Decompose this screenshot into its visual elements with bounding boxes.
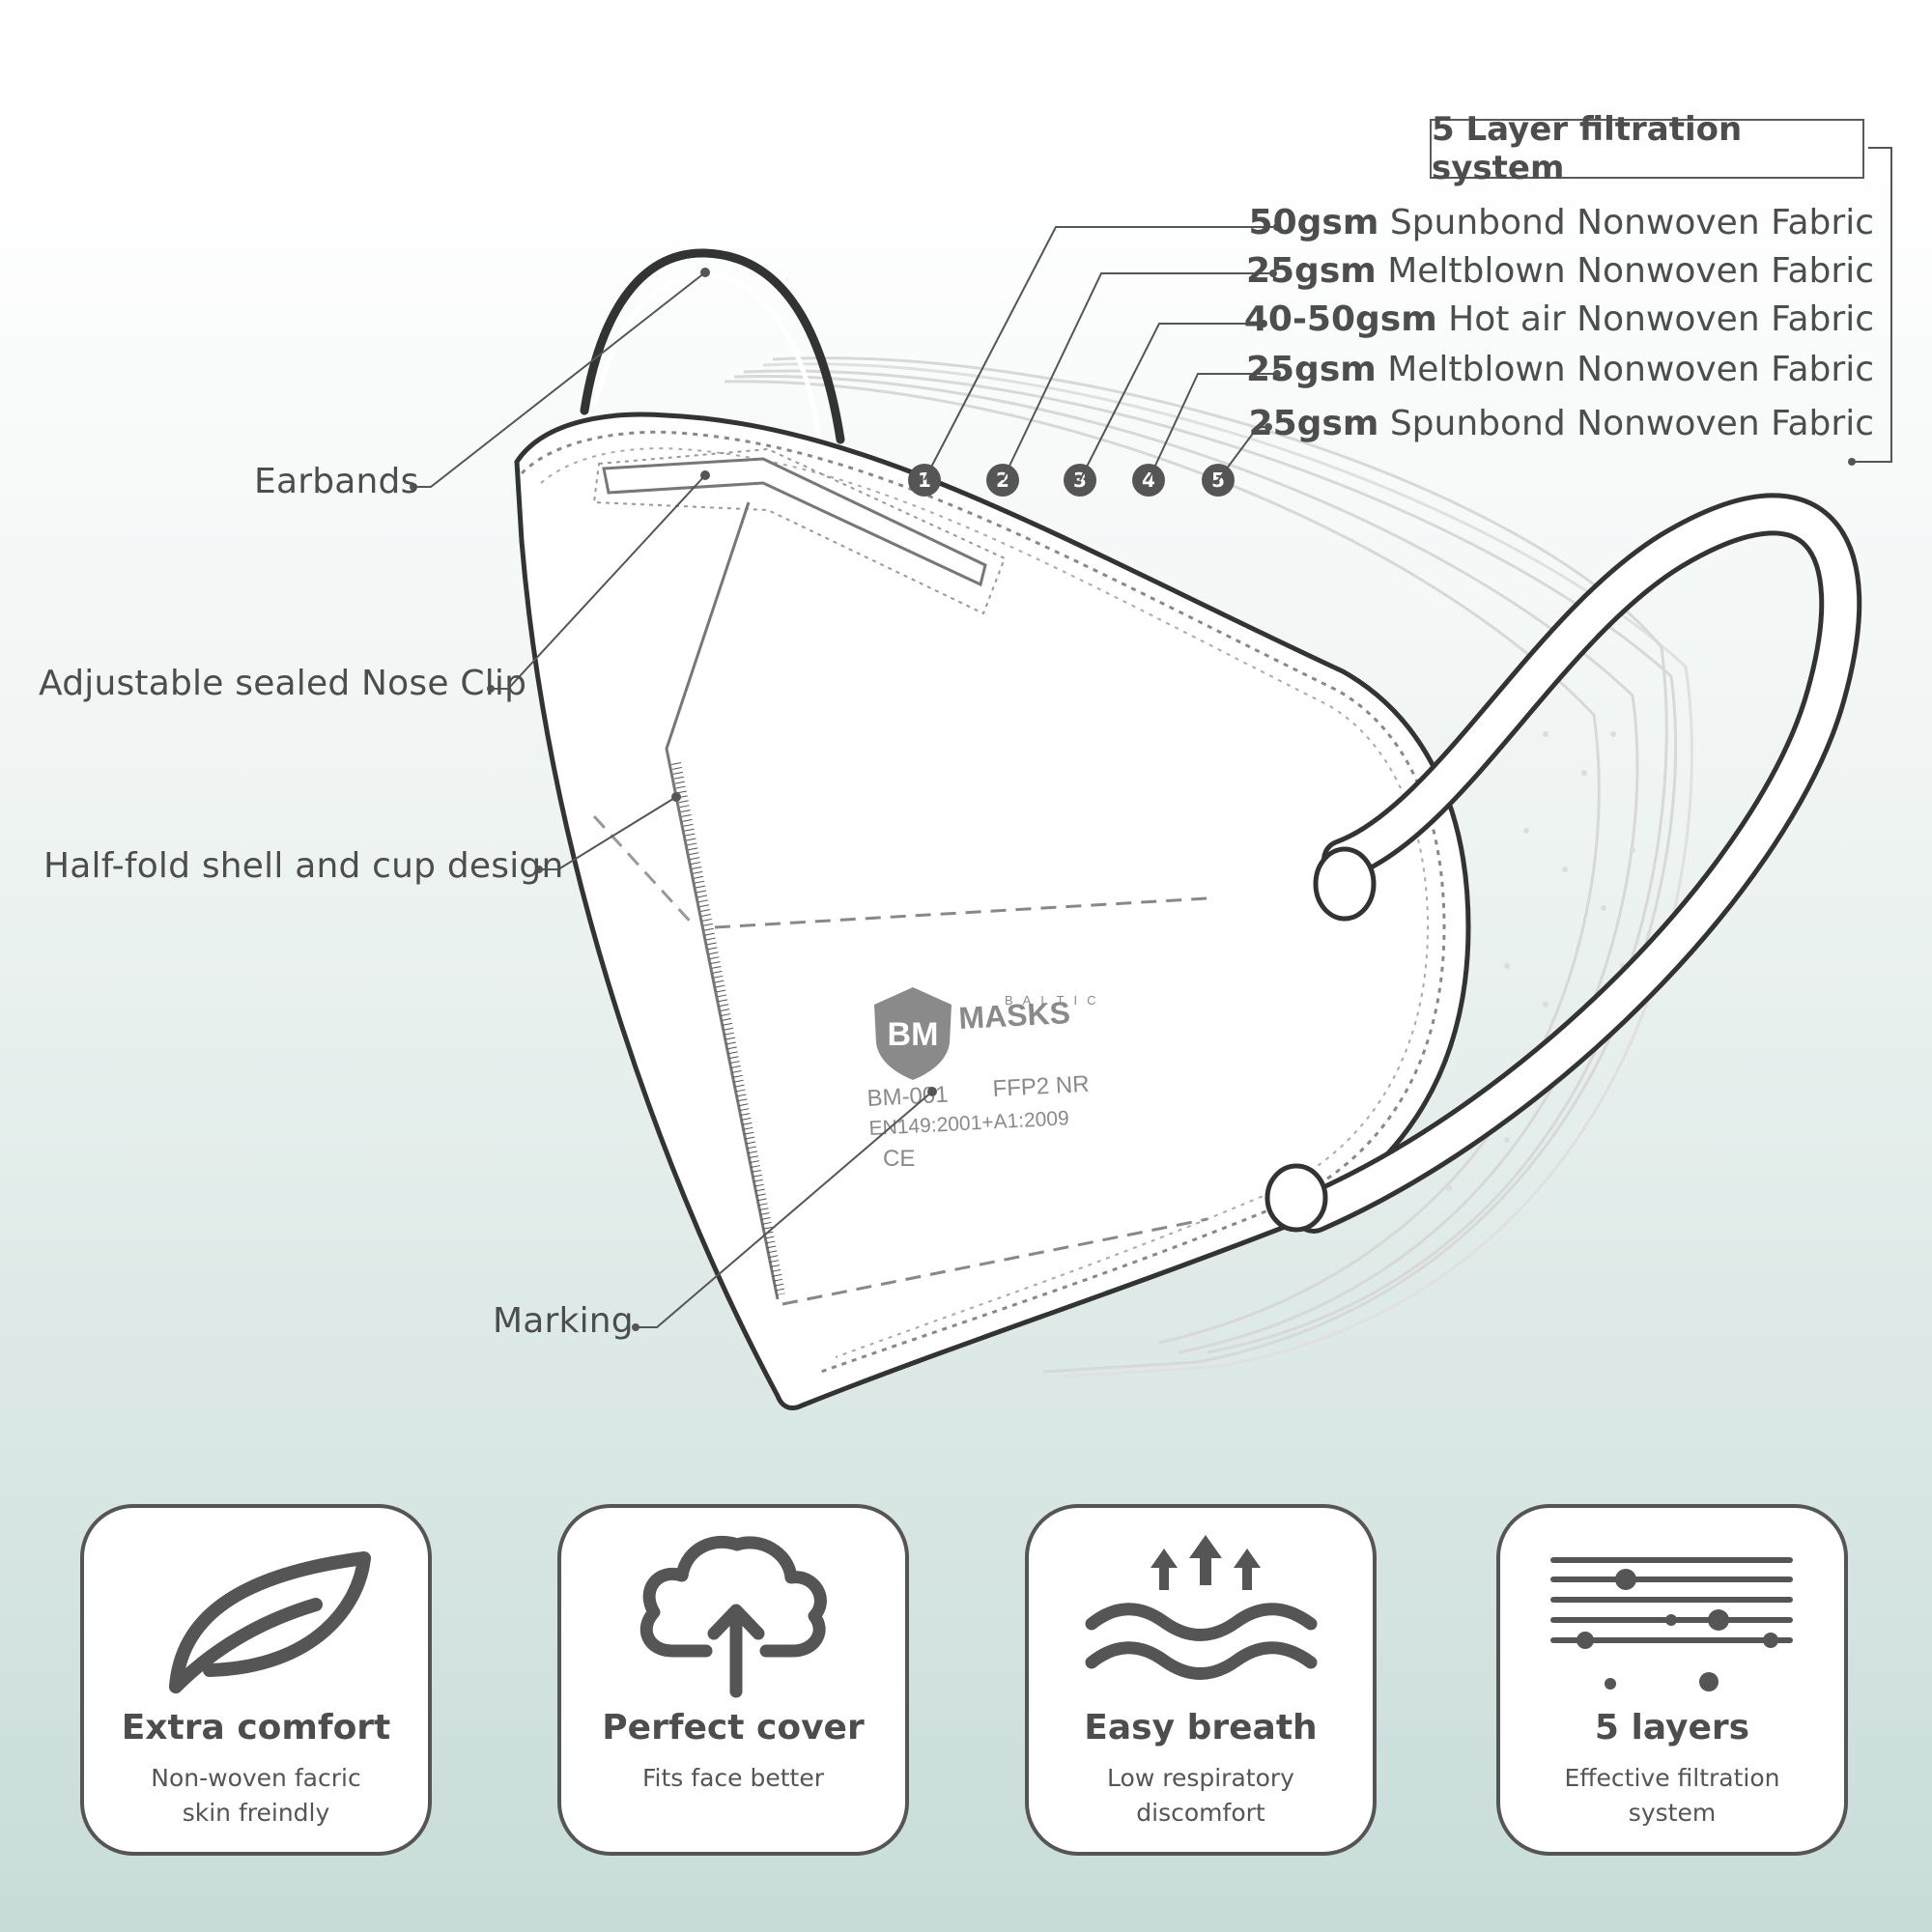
cloud-upload-icon xyxy=(639,1535,827,1698)
leaf-icon xyxy=(169,1551,371,1693)
airflow-waves-icon xyxy=(1085,1535,1318,1680)
layer-leader-lines xyxy=(923,147,1892,481)
svg-text:CE: CE xyxy=(883,1146,915,1172)
layer-3: 40-50gsm Hot air Nonwoven Fabric xyxy=(1243,299,1874,339)
feature-desc: Fits face better xyxy=(642,1764,824,1792)
callout-earbands: Earbands xyxy=(254,462,419,501)
layer-1: 50gsm Spunbond Nonwoven Fabric xyxy=(1248,203,1874,242)
feature-title: Easy breath xyxy=(1084,1708,1318,1747)
feature-card-cover: Perfect cover Fits face better xyxy=(557,1504,909,1856)
callout-shell: Half-fold shell and cup design xyxy=(43,846,564,886)
callout-nose-clip: Adjustable sealed Nose Clip xyxy=(39,664,527,703)
feature-title: Perfect cover xyxy=(602,1708,865,1747)
svg-text:BALTIC: BALTIC xyxy=(1005,993,1106,1008)
svg-text:MASKS: MASKS xyxy=(957,995,1070,1036)
layer-5: 25gsm Spunbond Nonwoven Fabric xyxy=(1248,404,1874,443)
layer-2: 25gsm Meltblown Nonwoven Fabric xyxy=(1245,251,1874,291)
callout-leader-lines xyxy=(413,271,933,1328)
earband-back xyxy=(580,248,845,444)
callout-marking: Marking xyxy=(493,1301,634,1341)
svg-text:BM-001: BM-001 xyxy=(867,1082,949,1112)
feature-title: Extra comfort xyxy=(121,1708,391,1747)
nose-clip xyxy=(602,457,987,587)
half-fold-line xyxy=(665,501,780,1300)
layers-icon xyxy=(1550,1557,1793,1691)
layer-4: 25gsm Meltblown Nonwoven Fabric xyxy=(1245,350,1874,389)
svg-text:BM: BM xyxy=(888,1016,939,1053)
svg-text:FFP2 NR: FFP2 NR xyxy=(992,1071,1090,1102)
layers-title: 5 Layer filtration system xyxy=(1430,110,1864,187)
mask-illustration: BM BALTIC MASKS BM-001 FFP2 NR EN149:200… xyxy=(410,147,1892,1410)
feature-title: 5 layers xyxy=(1594,1708,1750,1747)
